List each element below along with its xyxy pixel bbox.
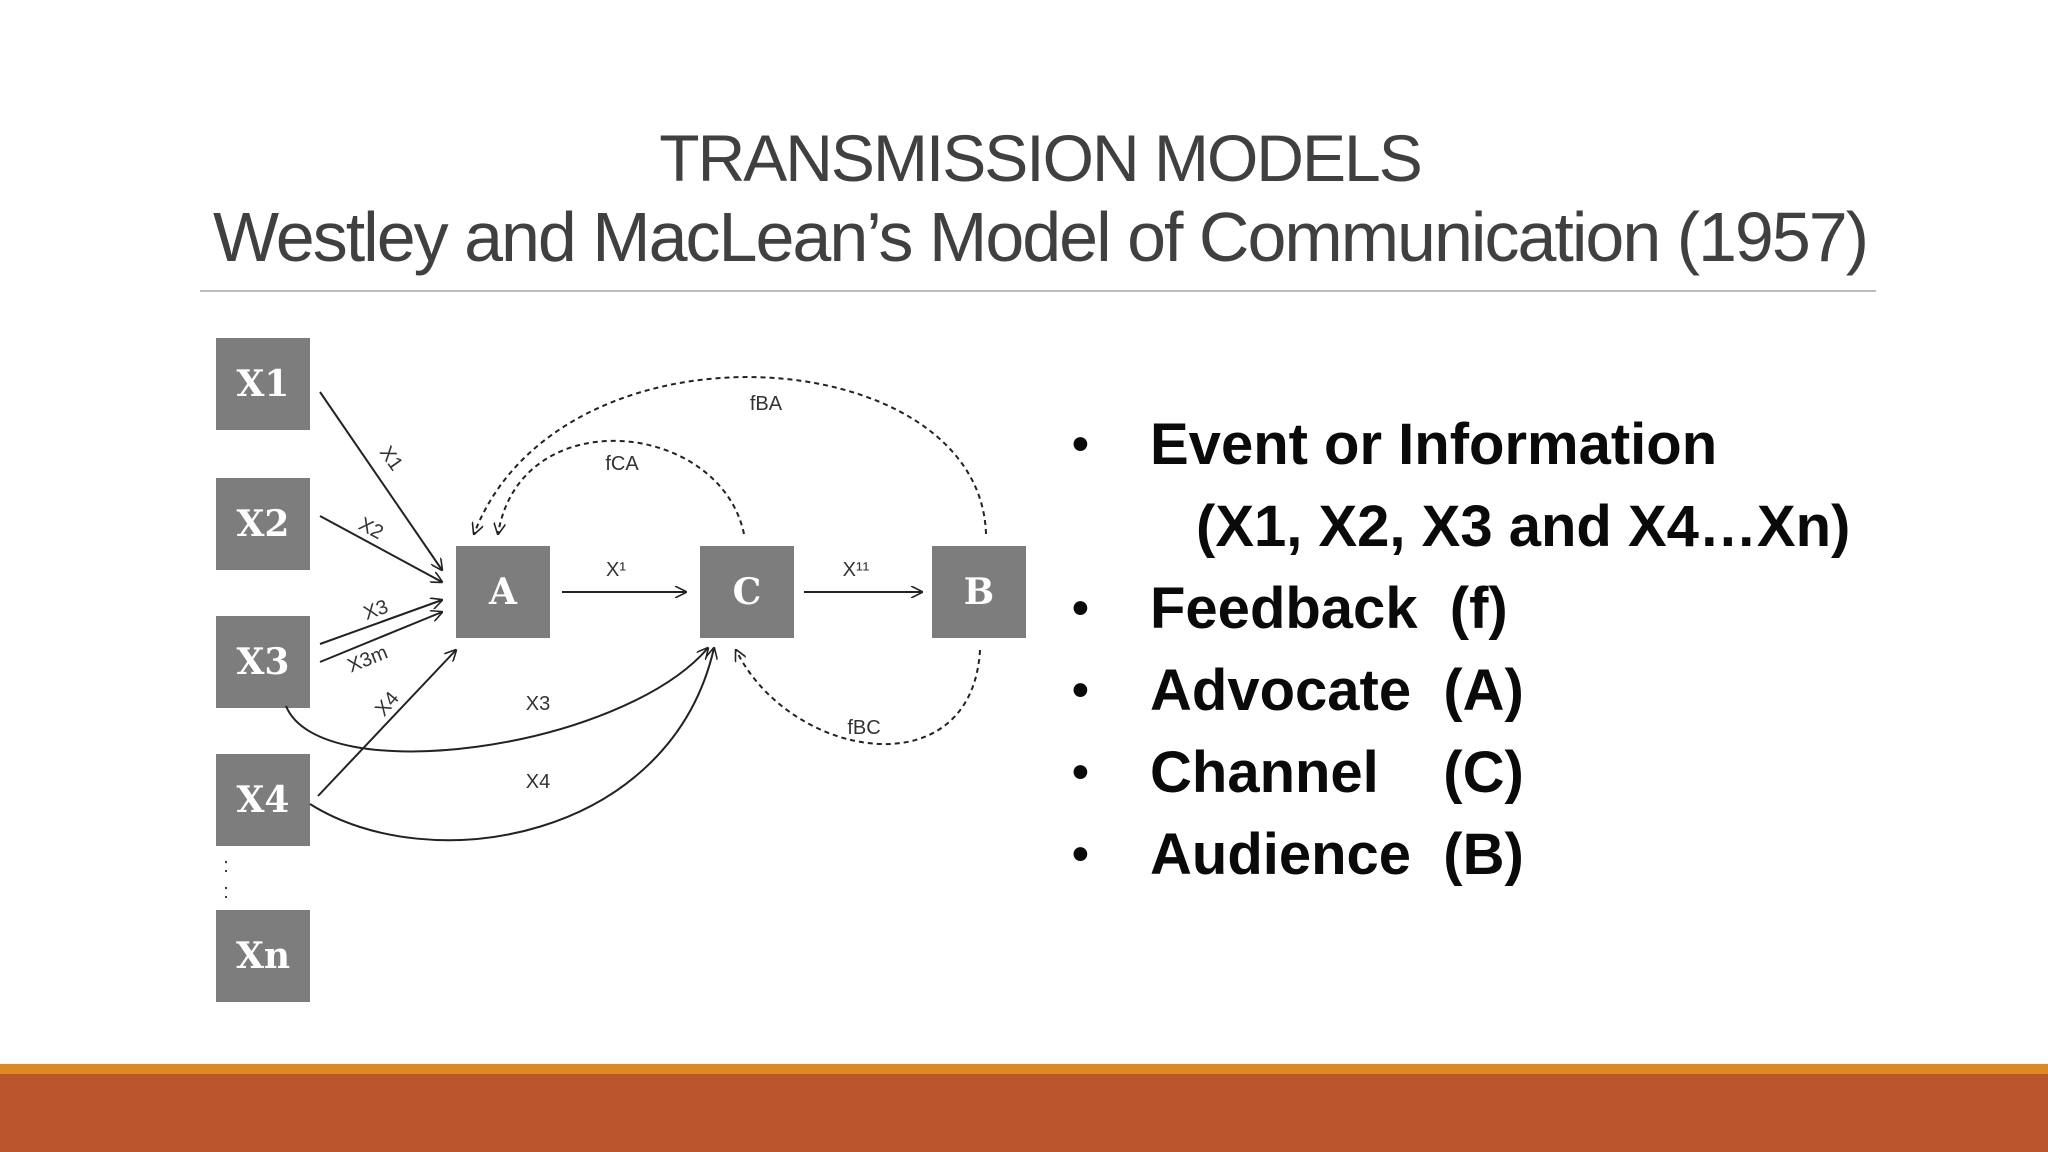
node-x1: X1 [216, 338, 310, 430]
bullet-text: Audience (B) [1150, 822, 1524, 887]
bullet-item: • Channel (C) [1066, 732, 1850, 814]
edge-label-x3m: X3m [345, 642, 391, 678]
node-c-channel: C [700, 546, 794, 638]
node-a-label: A [488, 571, 518, 613]
title-divider [200, 290, 1876, 292]
edge-label-x4-to-c: X4 [526, 771, 550, 793]
node-a-advocate: A [456, 546, 550, 638]
node-x3: X3 [216, 616, 310, 708]
edge-x4-to-a [317, 650, 456, 797]
title-main: TRANSMISSION MODELS [659, 121, 1422, 195]
node-ellipsis-2: : [223, 881, 229, 903]
node-x1-label: X1 [237, 363, 290, 405]
bullet-dot: • [1072, 828, 1089, 881]
edge-x2-to-a [319, 515, 442, 582]
node-c-label: C [733, 571, 762, 613]
title-subtitle: Westley and MacLean’s Model of Communica… [212, 198, 1869, 276]
bullet-item: • Audience (B) [1066, 814, 1850, 896]
node-x3-label: X3 [237, 641, 290, 683]
edge-x3m-to-a [319, 612, 442, 663]
bullet-item: • Feedback (f) [1066, 568, 1850, 650]
bullet-dot: • [1072, 582, 1089, 635]
bullet-dot: • [1072, 418, 1089, 471]
node-x4-label: X4 [237, 779, 290, 821]
edge-label-x3-to-c: X3 [526, 693, 550, 715]
edge-feedback-c-to-a [498, 440, 745, 534]
bullet-item-continuation: (X1, X2, X3 and X4…Xn) [1066, 486, 1850, 568]
edge-label-c-to-b: X¹¹ [843, 559, 870, 581]
edge-label-fca: fCA [605, 453, 639, 475]
node-xn: Xn [216, 910, 310, 1002]
footer-accent-stripe [0, 1064, 2048, 1074]
edge-feedback-b-to-a [474, 376, 987, 534]
node-xn-label: Xn [236, 935, 290, 977]
edge-x1-to-a [319, 391, 442, 570]
bullet-dot: • [1072, 664, 1089, 717]
edge-label-x1: X1 [375, 442, 407, 475]
bullet-text: Event or Information [1150, 412, 1718, 477]
bullet-dot: • [1072, 746, 1089, 799]
bullet-text: Feedback (f) [1150, 576, 1508, 641]
westley-maclean-diagram: X1 X2 X3 X4 : : Xn A C B [200, 320, 1060, 1020]
footer-bar [0, 1074, 2048, 1152]
edge-x3-to-a [319, 600, 442, 645]
bullet-text: (X1, X2, X3 and X4…Xn) [1196, 494, 1851, 559]
bullet-item: • Event or Information [1066, 404, 1850, 486]
node-x2: X2 [216, 478, 310, 570]
bullet-text: Advocate (A) [1150, 658, 1524, 723]
bullet-list: • Event or Information (X1, X2, X3 and X4… [1066, 404, 1850, 896]
node-b-audience: B [932, 546, 1026, 638]
edge-label-a-to-c: X¹ [606, 559, 626, 581]
edge-label-x4: X4 [371, 688, 404, 721]
edge-label-x2: X2 [355, 513, 387, 544]
edge-label-fba: fBA [750, 393, 783, 415]
bullet-item: • Advocate (A) [1066, 650, 1850, 732]
node-ellipsis-1: : [223, 855, 229, 877]
node-x4: X4 [216, 754, 310, 846]
edge-feedback-b-to-c [736, 650, 981, 745]
node-x2-label: X2 [237, 503, 290, 545]
slide-title: TRANSMISSION MODELS Westley and MacLean’… [200, 118, 1880, 276]
edge-label-fbc: fBC [847, 717, 880, 739]
bullet-text: Channel (C) [1150, 740, 1524, 805]
node-b-label: B [964, 571, 994, 613]
edge-x3-to-c [285, 648, 708, 753]
edge-x4-to-c [309, 648, 714, 842]
